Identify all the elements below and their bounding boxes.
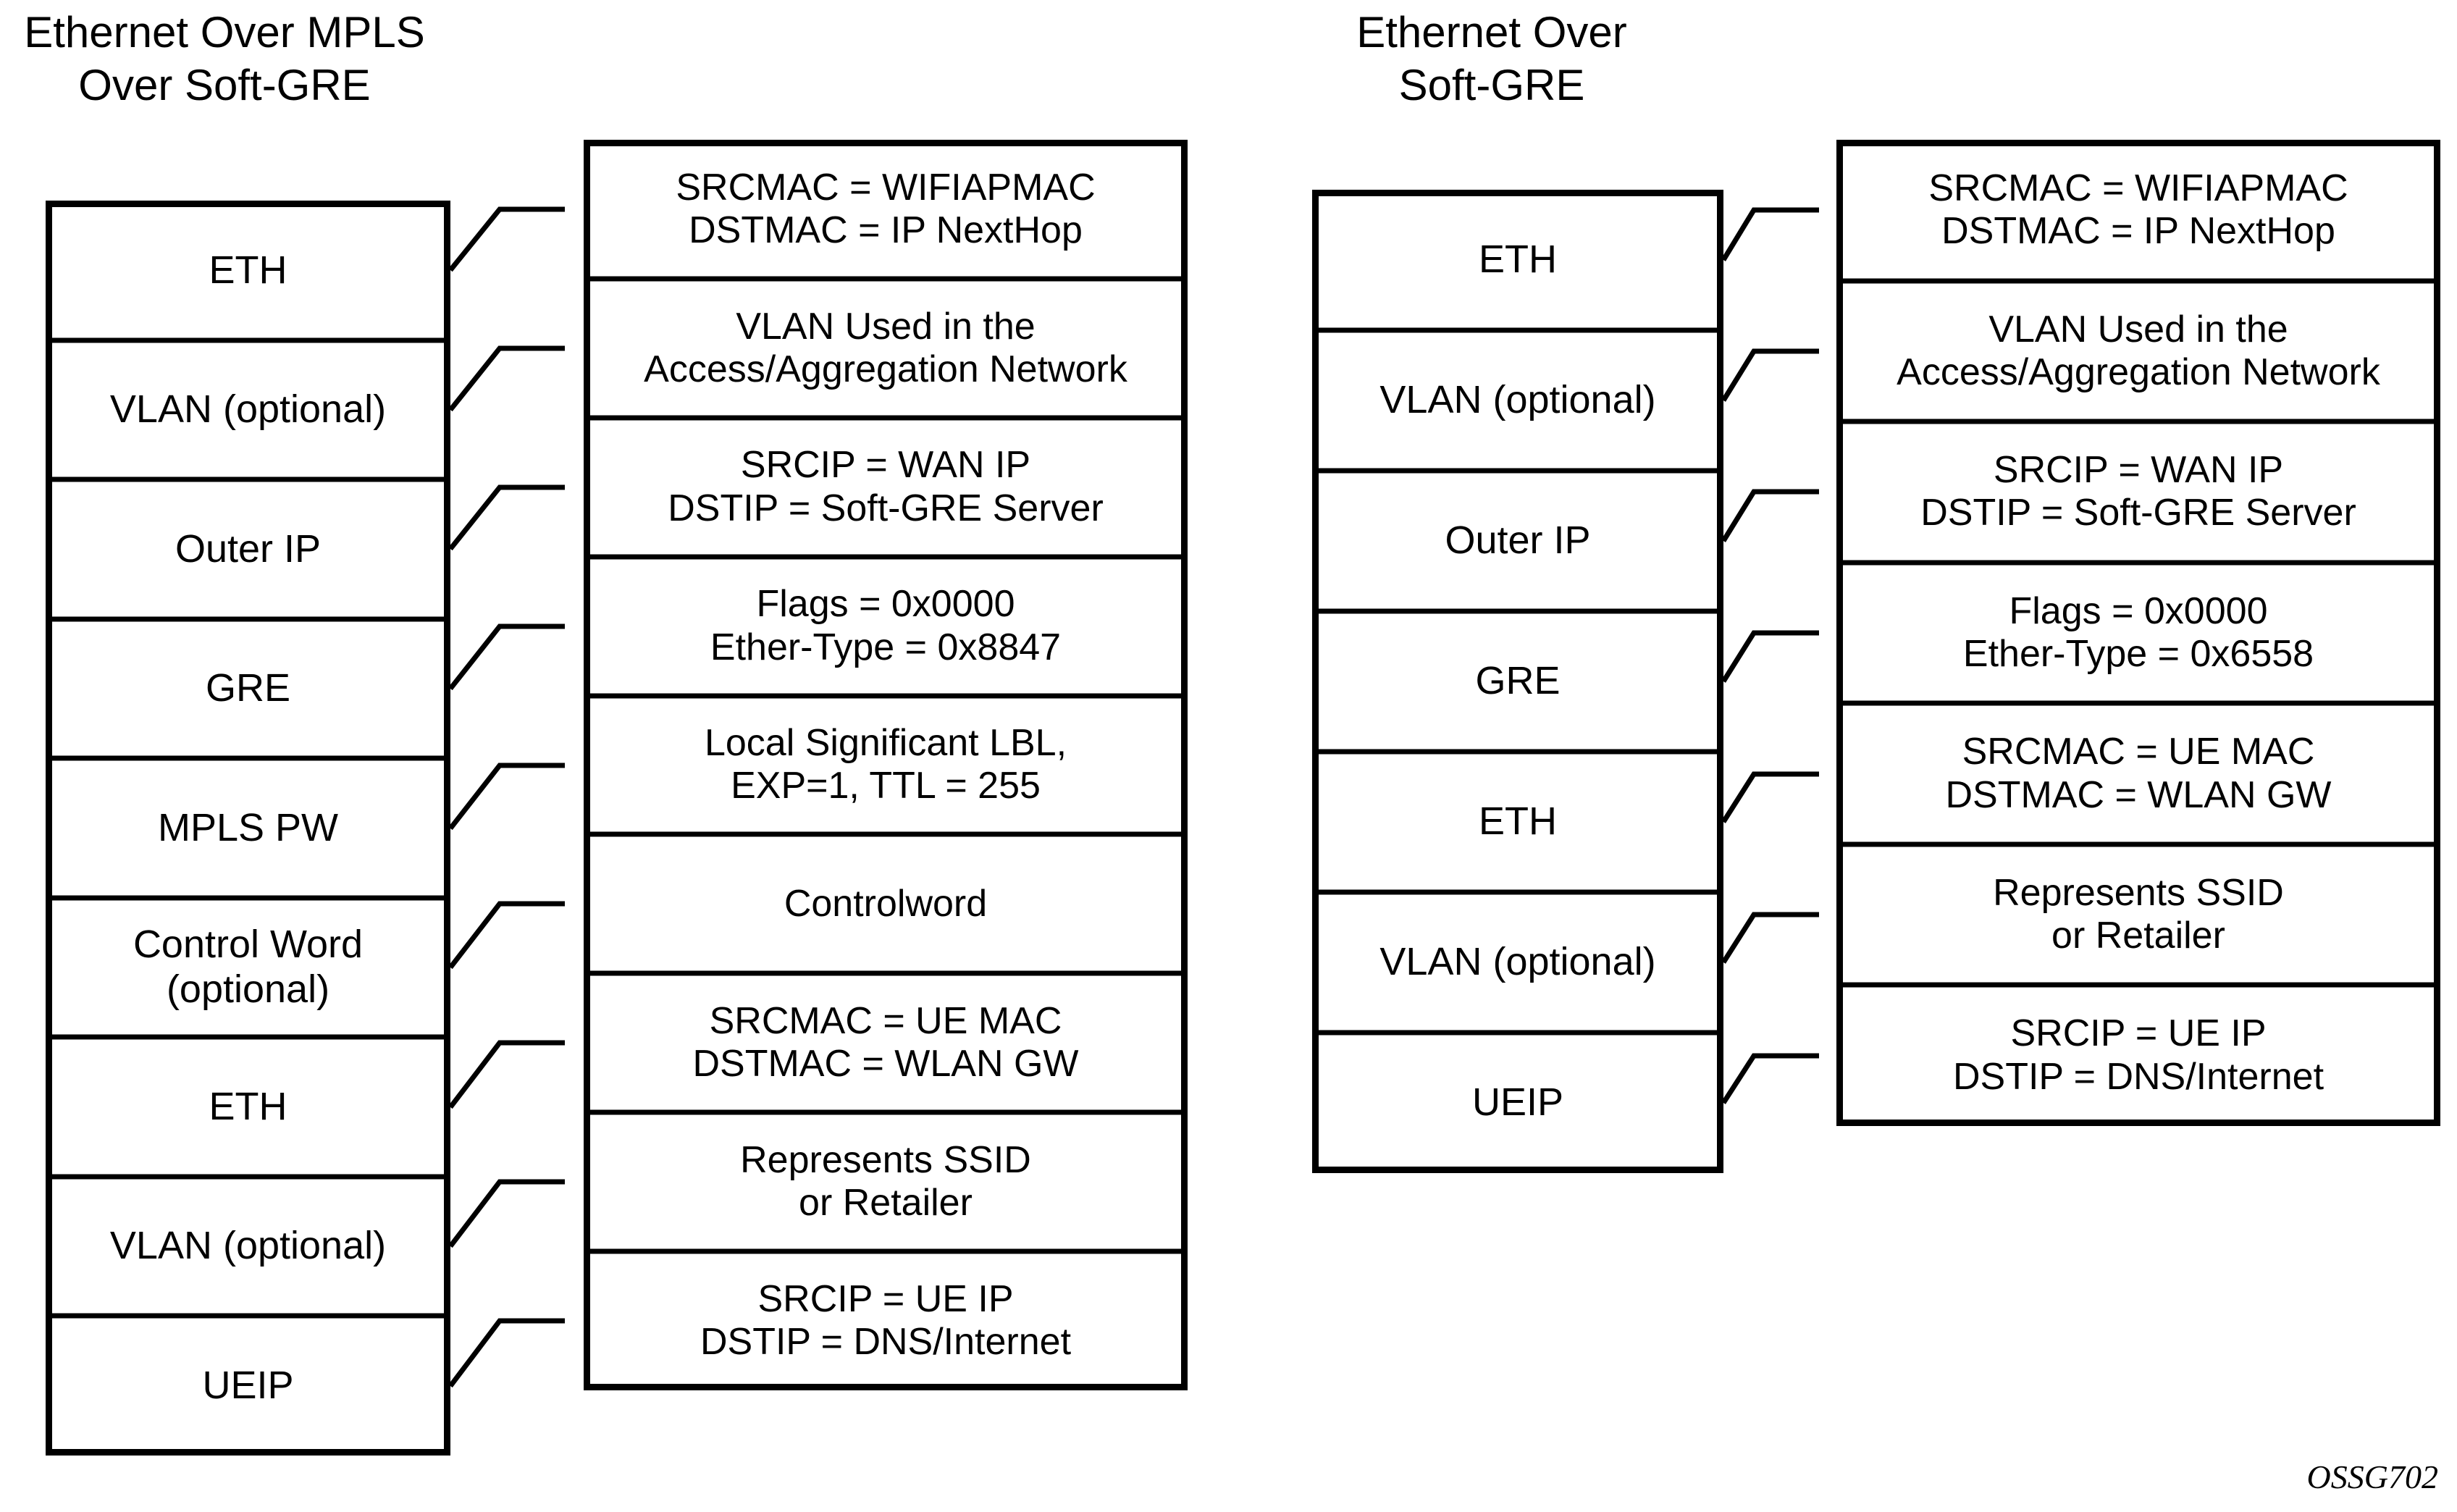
right-connector [1721, 1053, 1819, 1104]
left-connector [448, 1179, 565, 1248]
left-connector [448, 1040, 565, 1109]
left-connector [448, 345, 565, 412]
right-connector [1721, 348, 1819, 402]
left-connector [448, 484, 565, 551]
panel-title-right: Ethernet Over Soft-GRE [1356, 8, 1627, 110]
left-connector [448, 763, 565, 831]
panel-title-left: Ethernet Over MPLS Over Soft-GRE [24, 8, 425, 110]
right-connector [1721, 207, 1819, 261]
right-connector [1721, 912, 1819, 964]
right-connector [1721, 630, 1819, 683]
left-connector [448, 206, 565, 272]
figure-code-label: OSSG702 [2306, 1458, 2438, 1495]
right-connector [1721, 771, 1819, 823]
desc-right-outline [1836, 140, 2440, 1126]
desc-left-outline [584, 140, 1188, 1390]
right-connector [1721, 489, 1819, 542]
left-connector [448, 623, 565, 691]
stack-left-outline [46, 201, 450, 1456]
left-connector [448, 1318, 565, 1388]
left-connector [448, 901, 565, 970]
stack-right-outline [1312, 190, 1723, 1173]
svg-shape-layer [46, 140, 2440, 1456]
